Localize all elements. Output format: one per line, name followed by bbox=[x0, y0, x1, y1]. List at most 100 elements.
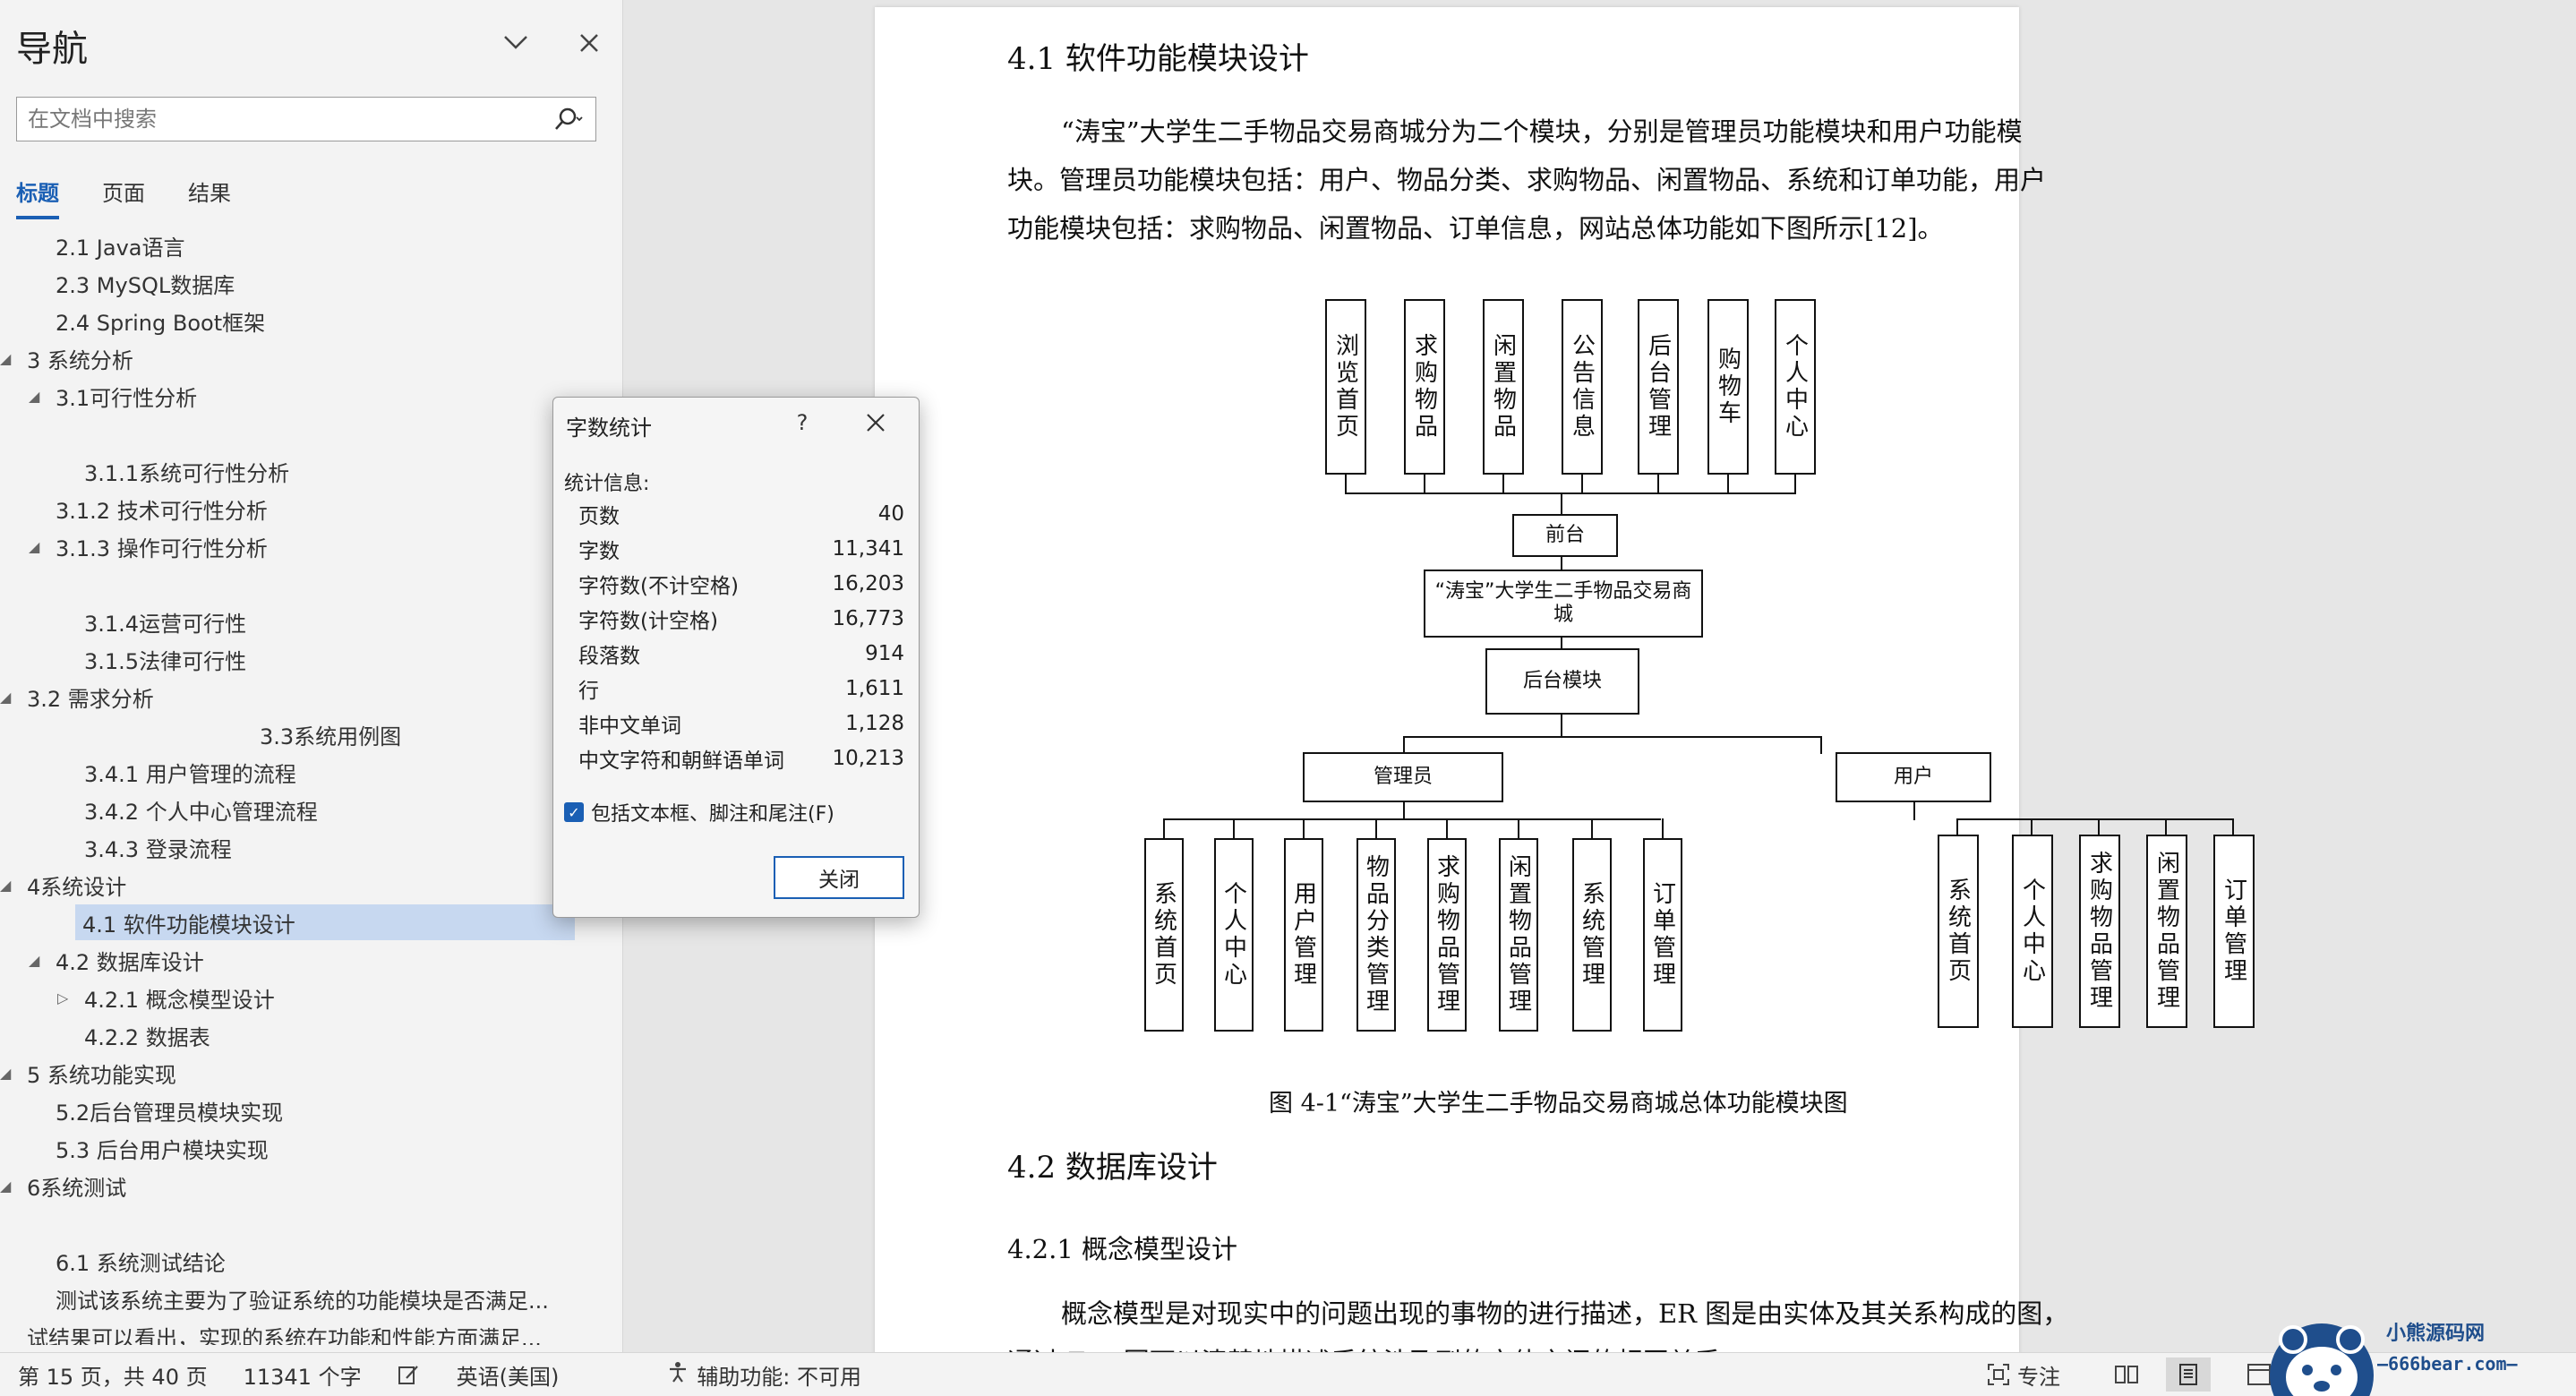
diagram-user-item: 系统首页 bbox=[1938, 835, 1979, 1028]
language-indicator[interactable]: 英语(美国) bbox=[456, 1364, 560, 1390]
nav-heading-item[interactable]: 5.3 后台用户模块实现 bbox=[56, 1130, 269, 1166]
word-count-indicator[interactable]: 11341 个字 bbox=[243, 1364, 362, 1390]
nav-heading-item[interactable]: 2.4 Spring Boot框架 bbox=[56, 303, 265, 338]
nav-heading-item[interactable]: ▷4.2.1 概念模型设计 bbox=[57, 980, 275, 1015]
search-icon[interactable] bbox=[549, 107, 588, 132]
include-textboxes-checkbox[interactable]: ✓ 包括文本框、脚注和尾注(F) bbox=[564, 798, 834, 826]
proofing-icon[interactable] bbox=[398, 1364, 421, 1385]
nav-heading-label: 2.1 Java语言 bbox=[56, 235, 185, 261]
search-input[interactable] bbox=[28, 107, 549, 132]
nav-heading-item[interactable]: ◢ 3.2 需求分析 bbox=[0, 679, 154, 715]
collapse-triangle-icon[interactable]: ◢ bbox=[29, 537, 40, 555]
collapse-triangle-icon[interactable]: ◢ bbox=[0, 1064, 12, 1082]
tab-results[interactable]: 结果 bbox=[188, 181, 231, 206]
nav-heading-label: 3.4.1 用户管理的流程 bbox=[84, 761, 296, 787]
checkbox-checked-icon[interactable]: ✓ bbox=[564, 802, 584, 822]
nav-heading-item[interactable]: ◢ 4.2 数据库设计 bbox=[29, 942, 204, 978]
nav-heading-item[interactable]: 测试该系统主要为了验证系统的功能模块是否满足... bbox=[56, 1280, 549, 1316]
nav-heading-item[interactable]: 2.3 MySQL数据库 bbox=[56, 265, 235, 301]
diagram-admin-item: 系统首页 bbox=[1144, 838, 1184, 1032]
web-layout-icon[interactable] bbox=[2247, 1363, 2272, 1386]
nav-heading-item[interactable]: ◢3.1可行性分析 bbox=[29, 378, 197, 414]
collapse-triangle-icon[interactable]: ◢ bbox=[29, 387, 40, 405]
nav-heading-item[interactable]: ◢ 4系统设计 bbox=[0, 867, 126, 903]
nav-heading-label: 3.2 需求分析 bbox=[27, 686, 154, 712]
connector-line bbox=[1345, 492, 1796, 494]
nav-heading-label: 4.2 数据库设计 bbox=[56, 949, 204, 975]
focus-mode-button[interactable]: 专注 bbox=[1987, 1359, 2060, 1391]
tab-headings[interactable]: 标题 bbox=[16, 176, 59, 219]
collapse-triangle-icon[interactable]: ◢ bbox=[0, 688, 12, 706]
read-mode-icon[interactable] bbox=[2114, 1364, 2139, 1385]
expand-triangle-icon[interactable]: ▷ bbox=[57, 989, 69, 1006]
diagram-admin-node: 管理员 bbox=[1303, 752, 1503, 802]
nav-heading-label: 5 系统功能实现 bbox=[27, 1062, 176, 1088]
nav-heading-label: 6系统测试 bbox=[27, 1175, 127, 1201]
nav-heading-item[interactable]: 3.4.2 个人中心管理流程 bbox=[84, 792, 318, 827]
collapse-triangle-icon[interactable]: ◢ bbox=[0, 1177, 12, 1195]
dialog-close-icon[interactable] bbox=[858, 407, 894, 439]
nav-heading-item[interactable]: 3.3系统用例图 bbox=[260, 716, 401, 752]
diagram-front-item: 求购物品 bbox=[1404, 299, 1445, 475]
nav-heading-item[interactable]: 4.2.2 数据表 bbox=[84, 1017, 210, 1053]
document-page[interactable]: 4.1 软件功能模块设计 “涛宝”大学生二手物品交易商城分为二个模块，分别是管理… bbox=[875, 7, 2255, 1352]
help-button[interactable]: ? bbox=[796, 410, 809, 435]
diagram-admin-item: 系统管理 bbox=[1572, 838, 1612, 1032]
nav-heading-item[interactable]: 2.1 Java语言 bbox=[56, 227, 185, 263]
collapse-triangle-icon[interactable]: ◢ bbox=[0, 876, 12, 894]
close-button[interactable]: 关闭 bbox=[774, 856, 904, 899]
collapse-triangle-icon[interactable]: ◢ bbox=[0, 349, 12, 367]
nav-heading-item[interactable]: 3.1.1系统可行性分析 bbox=[84, 453, 289, 489]
search-box bbox=[16, 97, 596, 141]
connector-line bbox=[1662, 818, 1664, 840]
nav-heading-item[interactable]: 3.1.2 技术可行性分析 bbox=[56, 491, 268, 527]
connector-line bbox=[1303, 818, 1305, 840]
diagram-user-item: 订单管理 bbox=[2213, 835, 2255, 1028]
collapse-triangle-icon[interactable]: ◢ bbox=[29, 951, 40, 969]
connector-line bbox=[1727, 475, 1729, 494]
heading-4-2-1: 4.2.1 概念模型设计 bbox=[1007, 1234, 1238, 1264]
nav-heading-item[interactable]: ◢3.1.3 操作可行性分析 bbox=[29, 528, 268, 564]
nav-heading-item[interactable]: 4.1 软件功能模块设计 bbox=[75, 904, 575, 940]
accessibility-indicator[interactable]: 辅助功能: 不可用 bbox=[666, 1359, 861, 1391]
accessibility-label: 辅助功能: 不可用 bbox=[697, 1364, 862, 1390]
navigation-pane: 导航 标题 页面 结果 2.1 Java语言 2.3 MySQL数据库 2.4 Sp… bbox=[0, 0, 623, 1352]
nav-heading-item[interactable]: 6.1 系统测试结论 bbox=[56, 1243, 226, 1279]
stat-label: 非中文单词 bbox=[578, 715, 681, 738]
close-icon[interactable] bbox=[571, 25, 607, 61]
nav-heading-label: 2.3 MySQL数据库 bbox=[56, 272, 235, 298]
nav-heading-item[interactable]: ◢ 5 系统功能实现 bbox=[0, 1055, 176, 1091]
nav-heading-item[interactable]: 3.1.4运营可行性 bbox=[84, 604, 246, 639]
nav-tabs: 标题 页面 结果 bbox=[16, 176, 231, 219]
nav-heading-item[interactable]: 3.1.5法律可行性 bbox=[84, 641, 246, 677]
nav-heading-item[interactable]: 5.2后台管理员模块实现 bbox=[56, 1092, 283, 1128]
diagram-front-item: 个人中心 bbox=[1775, 299, 1816, 475]
diagram-user-node: 用户 bbox=[1836, 752, 1991, 802]
figure-caption: 图 4-1“涛宝”大学生二手物品交易商城总体功能模块图 bbox=[1269, 1090, 1848, 1118]
nav-heading-item[interactable]: 3.4.1 用户管理的流程 bbox=[84, 754, 296, 790]
nav-heading-item[interactable]: 3.4.3 登录流程 bbox=[84, 829, 232, 865]
stat-label: 行 bbox=[578, 680, 599, 703]
connector-line bbox=[1657, 475, 1659, 494]
nav-heading-item[interactable]: 试结果可以看出，实现的系统在功能和性能方面满足... bbox=[27, 1318, 542, 1346]
diagram-front-item: 后台管理 bbox=[1638, 299, 1679, 475]
page-indicator[interactable]: 第 15 页，共 40 页 bbox=[18, 1364, 208, 1390]
nav-heading-item[interactable]: ◢ 6系统测试 bbox=[0, 1168, 126, 1203]
nav-heading-item[interactable]: ◢3 系统分析 bbox=[0, 340, 133, 376]
nav-heading-label: 3.1.2 技术可行性分析 bbox=[56, 498, 268, 524]
diagram-admin-item: 个人中心 bbox=[1214, 838, 1254, 1032]
nav-heading-label: 4系统设计 bbox=[27, 874, 127, 900]
connector-line bbox=[1502, 475, 1504, 494]
chevron-down-icon[interactable] bbox=[498, 25, 534, 61]
connector-line bbox=[1163, 818, 1165, 840]
heading-4-2: 4.2 数据库设计 bbox=[1007, 1150, 1218, 1186]
stat-label: 中文字符和朝鲜语单词 bbox=[578, 749, 784, 773]
connector-line bbox=[1375, 818, 1377, 840]
tab-pages[interactable]: 页面 bbox=[102, 181, 145, 206]
nav-title: 导航 bbox=[16, 29, 88, 70]
print-layout-icon[interactable] bbox=[2166, 1357, 2211, 1392]
